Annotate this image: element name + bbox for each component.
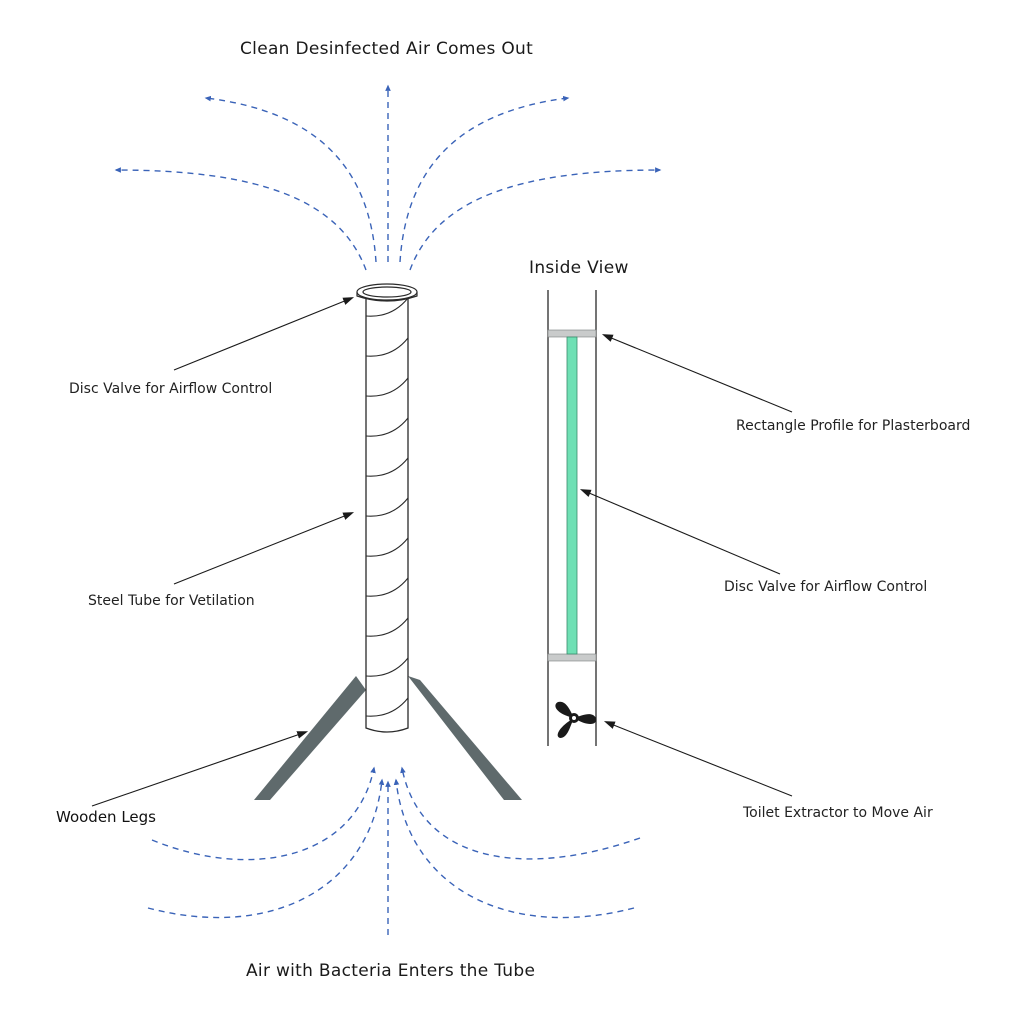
callout-leaders xyxy=(91,297,793,807)
leader-toilet-extractor xyxy=(603,721,793,797)
inside-view-label: Inside View xyxy=(529,258,629,278)
fan-icon xyxy=(555,701,597,738)
leader-wooden-legs xyxy=(91,731,309,807)
leader-steel-tube xyxy=(173,512,355,585)
inflow-arrow-right-inner xyxy=(400,766,641,860)
toilet-extractor-label: Toilet Extractor to Move Air xyxy=(743,805,933,821)
top-title: Clean Desinfected Air Comes Out xyxy=(240,39,534,59)
outflow-arrow-left-inner xyxy=(204,95,377,263)
left-wooden-leg xyxy=(254,676,366,800)
bottom-title: Air with Bacteria Enters the Tube xyxy=(246,961,536,981)
outflow-arrow-left-outer xyxy=(114,167,367,271)
leader-rectangle-profile xyxy=(601,334,793,413)
outflow-arrow-right-outer xyxy=(409,167,662,271)
tube-disc-valve xyxy=(356,283,418,302)
steel-tube-label: Steel Tube for Vetilation xyxy=(88,593,255,609)
leader-disc-valve-right xyxy=(579,489,781,575)
rectangle-profile-top xyxy=(547,329,597,338)
wooden-legs-label: Wooden Legs xyxy=(56,808,156,826)
steel-tube-spiral xyxy=(366,297,408,717)
inflow-airflow-arrows xyxy=(147,766,641,935)
inflow-arrow-left-inner xyxy=(151,766,376,861)
inflow-arrow-left-outer xyxy=(147,778,385,919)
outflow-airflow-arrows xyxy=(114,84,662,271)
disc-valve-left-label: Disc Valve for Airflow Control xyxy=(69,381,273,397)
right-wooden-leg xyxy=(408,676,522,800)
outflow-arrow-right-inner xyxy=(399,95,570,263)
disc-valve-right-label: Disc Valve for Airflow Control xyxy=(724,579,928,595)
rectangle-profile-bottom xyxy=(547,653,597,662)
inflow-arrow-right-outer xyxy=(393,778,635,919)
steel-tube xyxy=(365,295,409,733)
wooden-legs xyxy=(254,676,522,800)
leader-disc-valve-left xyxy=(173,297,355,371)
rectangle-profile-label: Rectangle Profile for Plasterboard xyxy=(736,418,971,434)
uv-lamp xyxy=(566,336,578,655)
inside-view-schematic xyxy=(547,290,597,746)
